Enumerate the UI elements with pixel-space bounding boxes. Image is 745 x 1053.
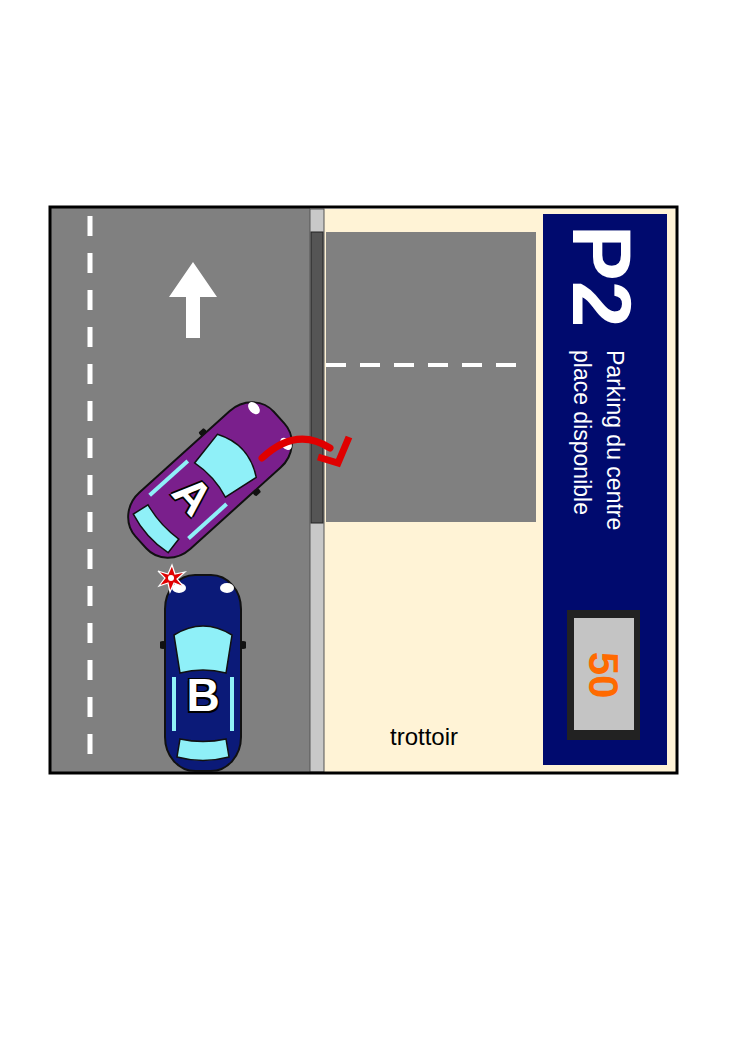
lowered-curb <box>311 232 323 523</box>
vehicle-letter: B <box>186 672 219 718</box>
turn-arrowhead <box>318 437 349 463</box>
direction-arrow <box>169 262 217 338</box>
parking-sign: P2Parking du centre place disponible 50 <box>543 214 667 765</box>
curb <box>310 209 324 772</box>
car-b: B <box>160 573 246 773</box>
side-window <box>230 677 234 731</box>
car-shell <box>165 575 241 771</box>
car-shell <box>115 389 304 570</box>
frame-ground <box>50 207 677 773</box>
headlight <box>246 400 262 417</box>
rear-window <box>131 503 181 555</box>
sign-title: P2 <box>560 225 644 328</box>
parking-marking <box>326 363 528 367</box>
counter-number: 50 <box>582 652 624 699</box>
parking-entrance <box>326 232 536 522</box>
car-a: A <box>111 384 310 575</box>
road <box>50 207 310 773</box>
side-window <box>172 677 176 731</box>
frame-border <box>50 207 677 773</box>
headlight <box>220 583 234 593</box>
windshield <box>174 626 232 673</box>
rear-window <box>177 739 229 761</box>
impact-center <box>168 575 174 581</box>
space-counter: 50 <box>567 610 640 740</box>
sidewalk <box>324 209 676 772</box>
impact-star <box>158 565 185 592</box>
lane-marking <box>88 216 93 755</box>
sign-text: Parking du centre place disponible <box>565 350 632 580</box>
sidewalk-label: trottoir <box>390 725 458 749</box>
